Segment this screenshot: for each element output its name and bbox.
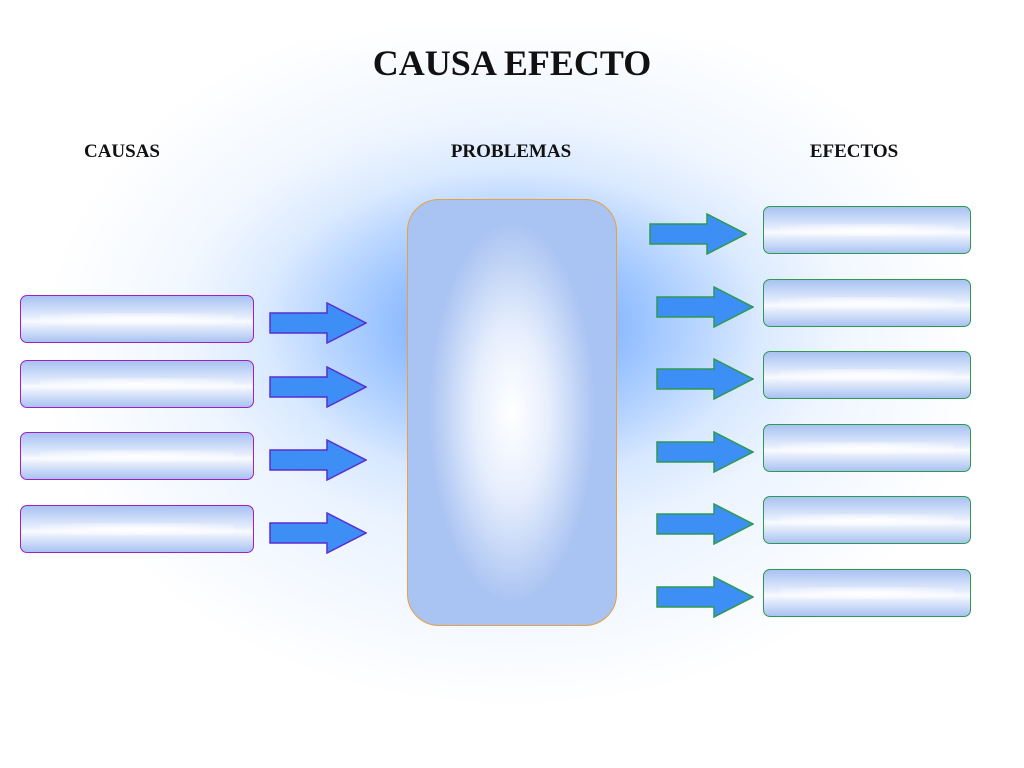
right-arrow-icon — [656, 576, 754, 618]
effect-box-2[interactable] — [763, 279, 971, 327]
effect-box-5[interactable] — [763, 496, 971, 544]
cause-box-3[interactable] — [20, 432, 254, 480]
right-arrow-icon — [656, 286, 754, 328]
right-arrow-icon — [656, 431, 754, 473]
diagram-title: CAUSA EFECTO — [372, 43, 652, 83]
effect-box-6[interactable] — [763, 569, 971, 617]
cause-box-2[interactable] — [20, 360, 254, 408]
right-arrow-icon — [656, 503, 754, 545]
effect-box-1[interactable] — [763, 206, 971, 254]
right-arrow-icon — [269, 439, 367, 481]
causas-heading: CAUSAS — [83, 141, 161, 162]
right-arrow-icon — [649, 213, 747, 255]
effect-box-3[interactable] — [763, 351, 971, 399]
cause-box-4[interactable] — [20, 505, 254, 553]
cause-box-1[interactable] — [20, 295, 254, 343]
right-arrow-icon — [269, 512, 367, 554]
efectos-heading: EFECTOS — [809, 141, 899, 162]
right-arrow-icon — [269, 366, 367, 408]
right-arrow-icon — [656, 358, 754, 400]
problemas-heading: PROBLEMAS — [450, 141, 572, 162]
problem-box[interactable] — [407, 199, 617, 626]
effect-box-4[interactable] — [763, 424, 971, 472]
right-arrow-icon — [269, 302, 367, 344]
